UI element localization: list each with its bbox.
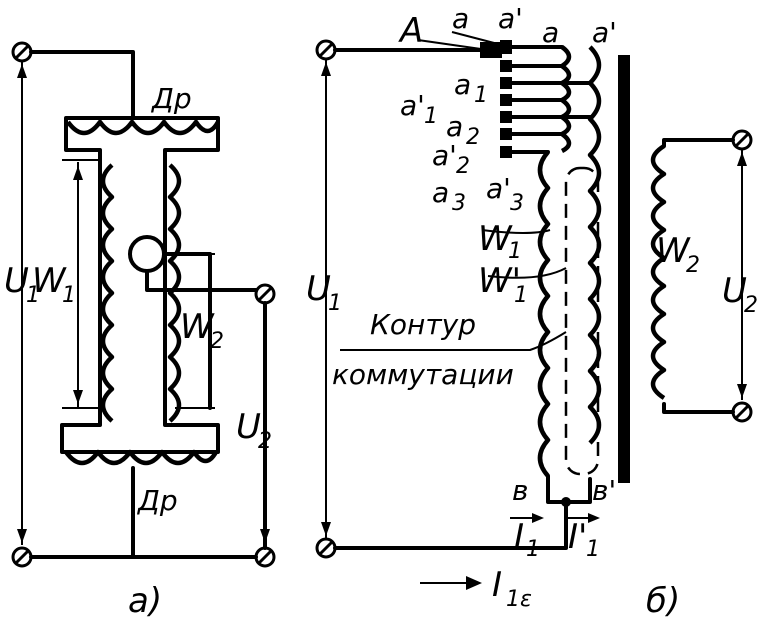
figure-a: Др Др W 1 W 2 U 1 U 2 а)	[4, 41, 276, 621]
tap-sub-a2: 2	[466, 125, 480, 150]
tap-sub-a3p: 3	[510, 191, 524, 216]
w1-label-b: W	[478, 219, 513, 259]
terminal-a-top-left	[11, 41, 33, 63]
terminal-a-bottom-left	[11, 546, 33, 568]
terminal-a-bottom-right	[254, 546, 276, 568]
tap-label-a3: a	[432, 176, 449, 209]
i-sum-sub: 1ε	[506, 587, 532, 612]
i1-sub: 1	[526, 537, 540, 562]
winding-w1-left	[100, 163, 115, 423]
i1-label: I	[514, 517, 524, 557]
u1-sub-b: 1	[328, 291, 342, 316]
caption-b: б)	[646, 581, 680, 621]
top-ap-label-1: a'	[498, 2, 523, 35]
winding-w1	[537, 45, 572, 478]
choke-top-frame	[64, 116, 220, 162]
tap-label-a2p: a'	[432, 139, 457, 172]
w1p-label-b: W'	[478, 261, 521, 301]
winding-w2	[650, 144, 667, 400]
u1-label-b: U	[306, 269, 331, 309]
w2-dimension	[175, 253, 215, 409]
wire-b-secondary	[662, 138, 735, 414]
tap-sub-a2p: 2	[456, 154, 470, 179]
top-a-label-1: a	[452, 2, 469, 35]
b-label: в	[512, 474, 529, 507]
u2-label-b: U	[722, 271, 747, 311]
tap-label-a3p: a'	[486, 172, 511, 205]
winding-right	[167, 163, 182, 423]
choke-bottom-label: Др	[136, 484, 178, 517]
u2-sub-a: 2	[258, 429, 272, 454]
w1-sub-a: 1	[62, 283, 76, 308]
w2-sub-a: 2	[210, 329, 224, 354]
tap-label-a2: a	[446, 110, 463, 143]
choke-top-label: Др	[150, 82, 192, 115]
u1-label-a: U	[4, 261, 29, 301]
wire-a-outer	[29, 50, 258, 559]
caption-a: а)	[128, 581, 162, 621]
commutation-contour	[564, 166, 600, 476]
i1p-sub: 1	[586, 537, 600, 562]
tap-label-a1p: a'	[400, 89, 425, 122]
wire-b-input	[333, 48, 568, 550]
top-a-label-2: a	[542, 16, 559, 49]
tap-sub-a3: 3	[452, 191, 466, 216]
terminal-b-u2-bottom	[731, 401, 753, 423]
figure-b: A a a' a a' a 1 a' 1 a 2 a' 2 a 3 a' 3 W…	[306, 2, 758, 621]
terminal-a-u2-top	[254, 283, 276, 305]
bp-label: в'	[592, 474, 616, 507]
terminal-b-bottom	[315, 537, 337, 559]
w2-label-b: W	[656, 231, 691, 271]
sliding-contact	[128, 235, 166, 273]
i-sum-label: I	[492, 565, 502, 605]
choke-bottom-frame	[60, 408, 220, 454]
tap-sub-a1: 1	[474, 83, 488, 108]
contour-label-1: Контур	[370, 308, 476, 341]
terminal-b-u2-top	[731, 129, 753, 151]
w1p-sub-b: 1	[514, 283, 528, 308]
contour-label-2: коммутации	[332, 358, 514, 391]
terminal-b-top	[315, 39, 337, 61]
u2-label-a: U	[236, 407, 261, 447]
choke-bottom-coil	[64, 449, 218, 466]
core-bar	[618, 55, 630, 483]
u1-sub-a: 1	[26, 283, 40, 308]
core-column	[98, 158, 167, 412]
tap-contacts	[480, 40, 512, 158]
top-ap-label-2: a'	[592, 16, 617, 49]
w1-label-a: W	[32, 261, 67, 301]
w1-sub-b: 1	[508, 239, 522, 264]
tap-A-label: A	[398, 11, 423, 51]
choke-top-coil	[66, 119, 220, 136]
pointer-lines	[340, 31, 567, 351]
tap-label-a1: a	[454, 68, 471, 101]
tap-sub-a1p: 1	[424, 104, 438, 129]
i1p-label: I'	[568, 517, 587, 557]
w2-sub-b: 2	[686, 253, 700, 278]
u2-sub-b: 2	[744, 293, 758, 318]
w2-label-a: W	[180, 307, 215, 347]
tap-leads	[510, 45, 592, 154]
w1-dimension	[62, 159, 100, 409]
